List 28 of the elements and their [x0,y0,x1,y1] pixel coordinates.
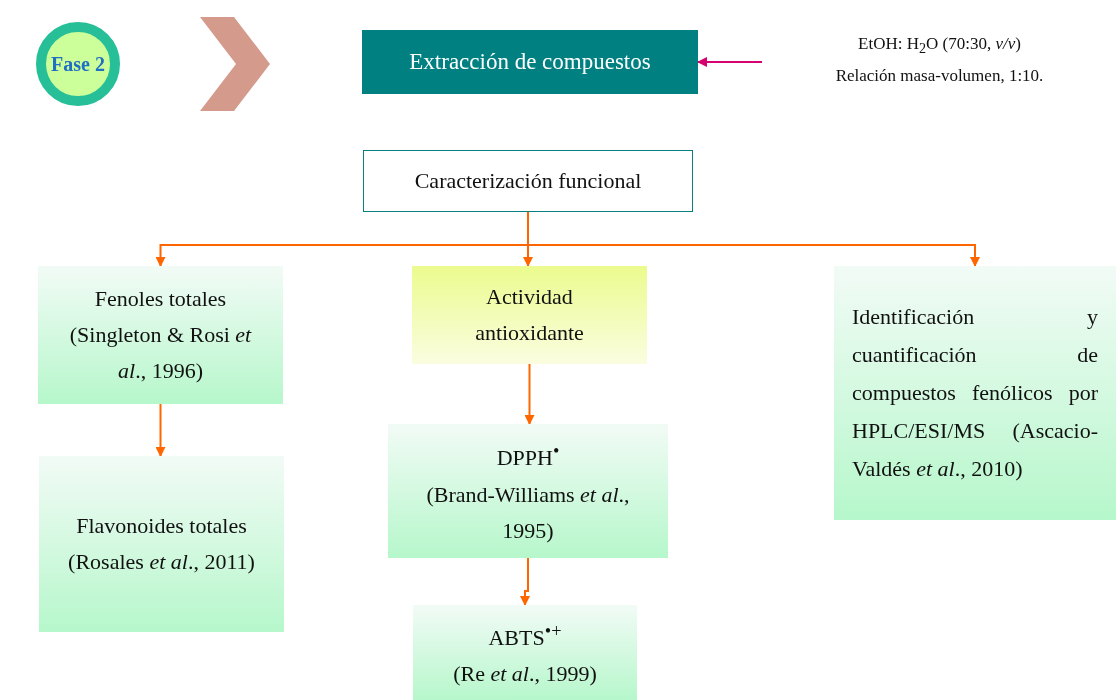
method-box [412,266,647,364]
phase-label: Fase 2 [51,52,105,76]
node-text: Flavonoides totales [76,512,247,540]
node-text: (Brand-Williams et al., 1995) [425,480,631,545]
process-box [363,150,693,212]
note-text: Relación masa-volumen, 1:10. [835,65,1044,88]
arrow [697,57,763,67]
method-box [834,266,1116,520]
arrow [524,363,535,425]
process-box [362,30,698,94]
method-box [38,266,283,404]
arrow [155,403,166,457]
node-text: Identificación y cuantificación de compuestos fenólicos por HPLC/ESI/MS (Ascacio-Valdés et al., 2010) [852,303,1098,483]
node-text: (Re et al., 1999) [453,660,597,689]
method-box [39,456,284,632]
method-box [388,424,668,558]
node-text: Fenoles totales [94,285,227,313]
note-text: EtOH: H$_{2}$O (70:30, v/v) [858,32,1021,59]
node-text: ABTS$^{•+}$ [488,619,562,653]
arrow [520,557,530,606]
node-text: (Rosales et al., 2011) [68,548,255,576]
node-text: Actividad antioxidante [474,283,585,347]
node-text: Caracterización funcional [414,167,642,195]
node-text: Extracción de compuestos [409,48,651,76]
node-text: DPPH$^{•}$ [496,440,560,473]
method-box [413,605,637,700]
chevron-shape [200,17,270,111]
node-text: (Singleton & Rosi et al., 1996) [68,321,253,385]
